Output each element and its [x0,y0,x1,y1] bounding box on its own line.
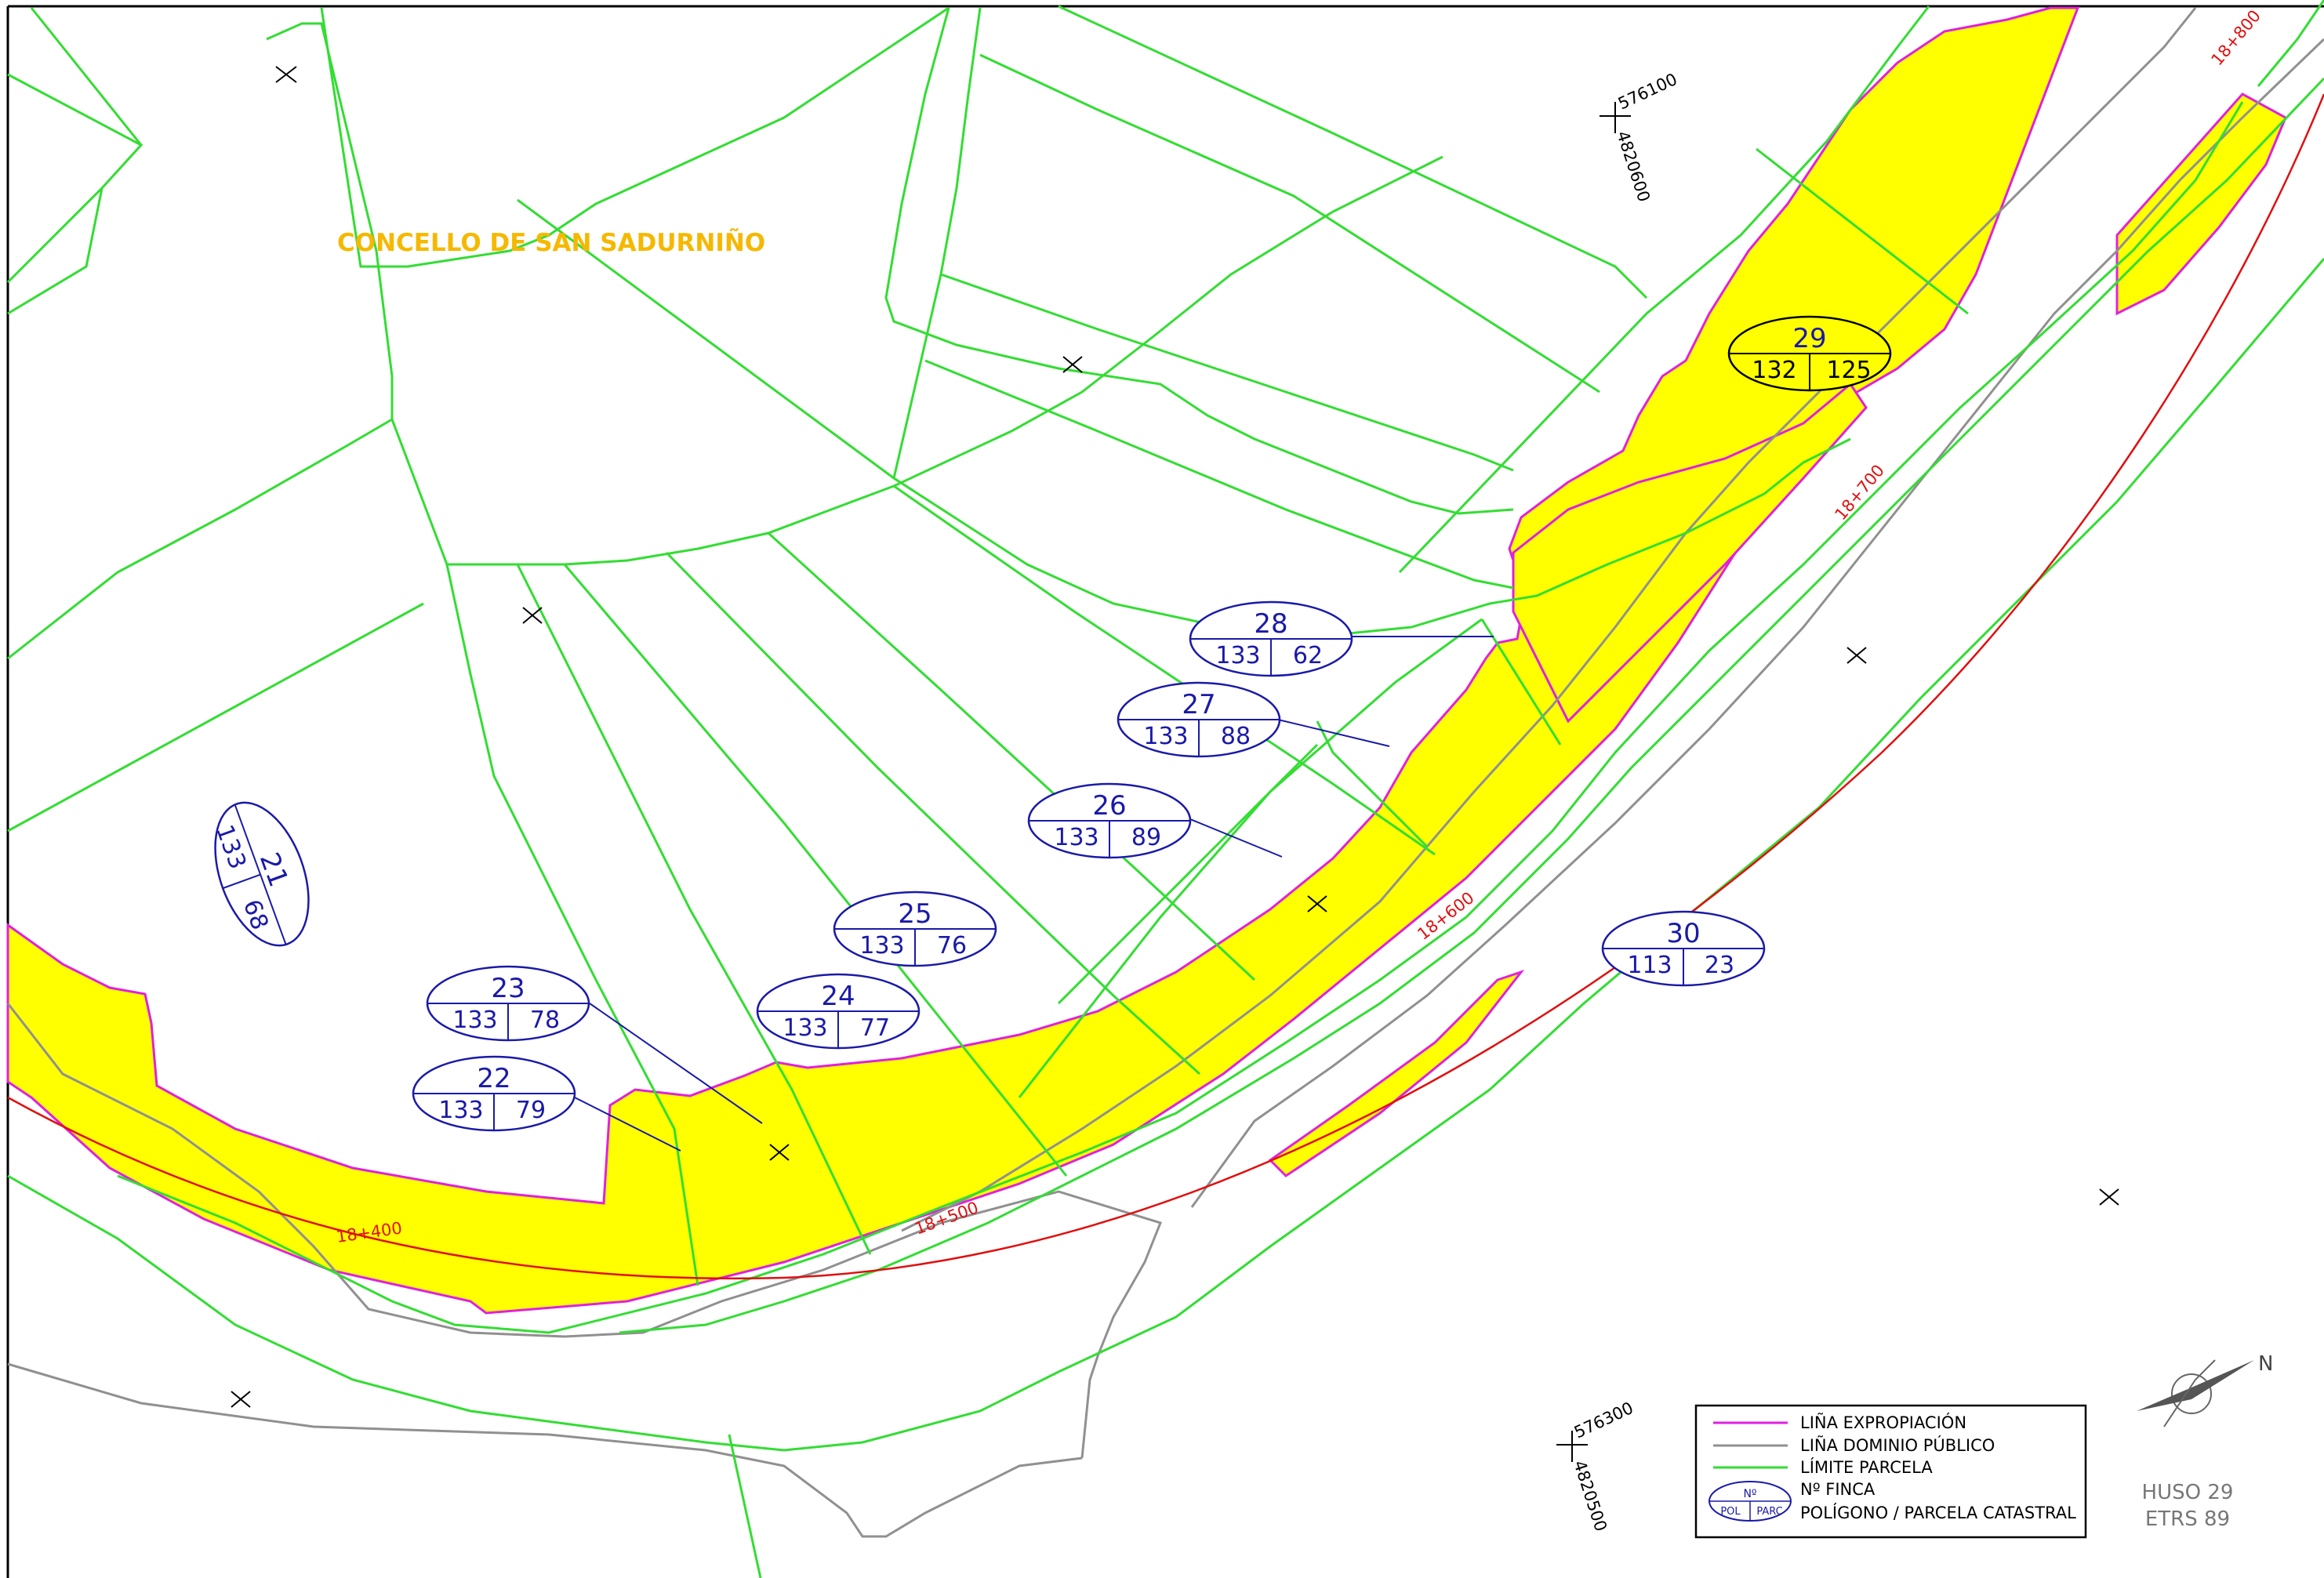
north-label: N [2258,1352,2273,1376]
pol-27: 133 [1143,723,1188,750]
map-frame [6,5,2324,1578]
pol-25: 133 [859,932,904,959]
parcel-label-23: 23 133 78 [426,965,590,1042]
label-leaders [574,636,1494,1152]
parc-22: 79 [516,1097,546,1124]
legend-symbol-pol: POL [1720,1506,1741,1518]
parc-23: 78 [530,1007,560,1034]
finca-26: 26 [1092,790,1126,822]
parcel-label-21: 21 133 68 [210,801,310,947]
parcel-label-28: 28 133 62 [1189,600,1353,677]
reference-crosses [231,66,2119,1408]
pol-22: 133 [438,1097,483,1124]
parcel-label-30: 30 113 23 [1601,910,1766,987]
expropriation-area-north [1512,382,1868,724]
legend: LIÑA EXPROPIACIÓN LIÑA DOMINIO PÚBLICO L… [1694,1404,2087,1539]
projection-info: HUSO 29 ETRS 89 [2142,1481,2234,1531]
parc-26: 89 [1131,824,1161,851]
legend-pol-parc: POLÍGONO / PARCELA CATASTRAL [1800,1503,2076,1522]
municipality-label: CONCELLO DE SAN SADURNIÑO [337,228,765,257]
finca-22: 22 [477,1063,510,1094]
pol-23: 133 [452,1007,497,1034]
pol-26: 133 [1054,824,1098,851]
parcel-label-24: 24 133 77 [756,973,921,1050]
axis-line [7,93,2324,1280]
legend-symbol-num: Nº [1743,1488,1756,1500]
expropriation-areas [6,6,2287,1315]
chainage-18-800: 18+800 [2207,6,2264,69]
coordinate-lower: 576300 4820500 [1556,1398,1636,1533]
legend-symbol: Nº POL PARC [1709,1481,1792,1522]
parcel-labels: 21 133 68 22 133 79 23 133 78 24 133 77 [210,315,1892,1132]
legend-public-domain: LIÑA DOMINIO PÚBLICO [1800,1435,1995,1455]
parcel-label-22: 22 133 79 [412,1055,576,1132]
finca-25: 25 [898,898,931,930]
finca-28: 28 [1254,608,1287,640]
chainage-18-700: 18+700 [1831,461,1888,524]
projection-zone: HUSO 29 [2142,1481,2234,1504]
legend-symbol-parc: PARC [1756,1506,1782,1518]
parc-25: 76 [937,932,967,959]
expropriation-area-south [1268,970,1525,1177]
parc-28: 62 [1293,642,1323,669]
coord-upper-e: 576100 [1615,70,1680,114]
finca-24: 24 [821,981,855,1012]
legend-parcel-limit: LÍMITE PARCELA [1800,1457,1933,1477]
public-domain-lines [6,7,2324,1538]
legend-finca: Nº FINCA [1800,1480,1876,1499]
coord-lower-e: 576300 [1571,1398,1636,1442]
finca-30: 30 [1666,918,1700,949]
coord-upper-n: 4820600 [1613,129,1654,204]
coordinate-upper: 576100 4820600 [1600,70,1680,204]
finca-29: 29 [1792,323,1826,354]
pol-24: 133 [783,1014,827,1042]
parc-24: 77 [860,1014,890,1042]
parc-27: 88 [1221,723,1251,750]
parcel-boundaries [6,0,2324,1578]
pol-29: 132 [1752,357,1796,384]
pol-30: 113 [1627,952,1672,979]
parcel-label-27: 27 133 88 [1117,681,1281,758]
parcel-label-29: 29 132 125 [1727,315,1892,392]
parcel-label-26: 26 133 89 [1027,782,1192,859]
north-arrow-icon: N [2137,1352,2273,1427]
legend-expropriation: LIÑA EXPROPIACIÓN [1800,1412,1966,1432]
expropriation-area-main [6,6,2080,1315]
parc-30: 23 [1705,952,1734,979]
road-axis [7,93,2324,1280]
parcel-label-25: 25 133 76 [833,891,997,967]
projection-datum: ETRS 89 [2145,1507,2230,1531]
finca-27: 27 [1182,689,1215,720]
finca-23: 23 [491,973,525,1004]
parc-29: 125 [1826,357,1871,384]
pol-28: 133 [1215,642,1260,669]
coord-lower-n: 4820500 [1570,1458,1610,1533]
